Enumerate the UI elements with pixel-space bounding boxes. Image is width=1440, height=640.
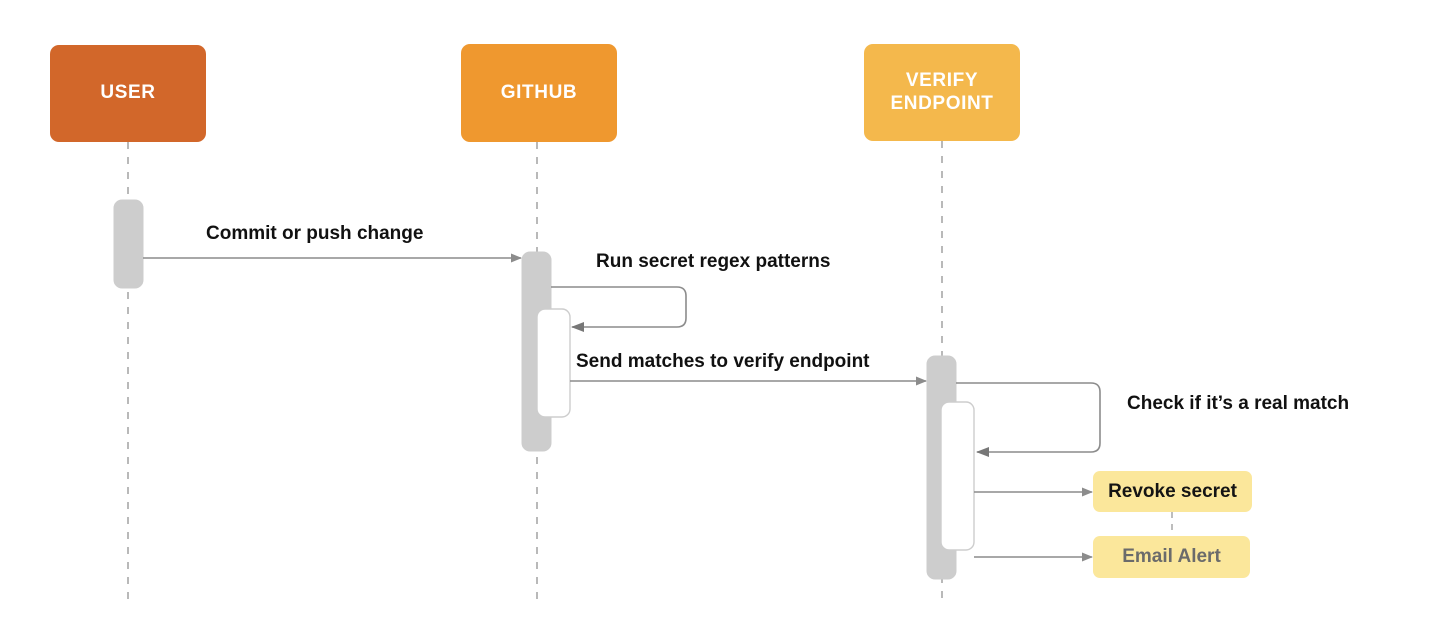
- message-label-m1: Commit or push change: [206, 223, 424, 244]
- message-label-m2: Run secret regex patterns: [596, 251, 831, 272]
- activations-group: [113, 199, 975, 580]
- note-label-email-note: Email Alert: [1122, 546, 1221, 567]
- activation-bar-github-nested: [536, 308, 571, 418]
- self-message-arrow-m2: [551, 286, 687, 332]
- activation-bar-user-act: [113, 199, 144, 289]
- message-label-m3: Send matches to verify endpoint: [576, 351, 870, 372]
- messages-group: [143, 253, 1101, 562]
- self-message-arrow-m4: [956, 382, 1101, 457]
- actor-label-github: GITHUB: [500, 81, 578, 103]
- actor-box-verify[interactable]: VERIFY ENDPOINT: [864, 44, 1020, 141]
- actor-label-verify: VERIFY ENDPOINT: [890, 70, 994, 114]
- actor-label-user: USER: [100, 82, 156, 104]
- actor-box-github[interactable]: GITHUB: [461, 44, 617, 142]
- message-label-m4: Check if it’s a real match: [1127, 393, 1350, 414]
- note-box-email-note[interactable]: Email Alert: [1093, 536, 1250, 578]
- activation-bar-verify-nested: [940, 401, 975, 551]
- note-box-revoke-note[interactable]: Revoke secret: [1093, 471, 1252, 512]
- note-label-revoke-note: Revoke secret: [1108, 480, 1237, 502]
- actor-box-user[interactable]: USER: [50, 45, 206, 142]
